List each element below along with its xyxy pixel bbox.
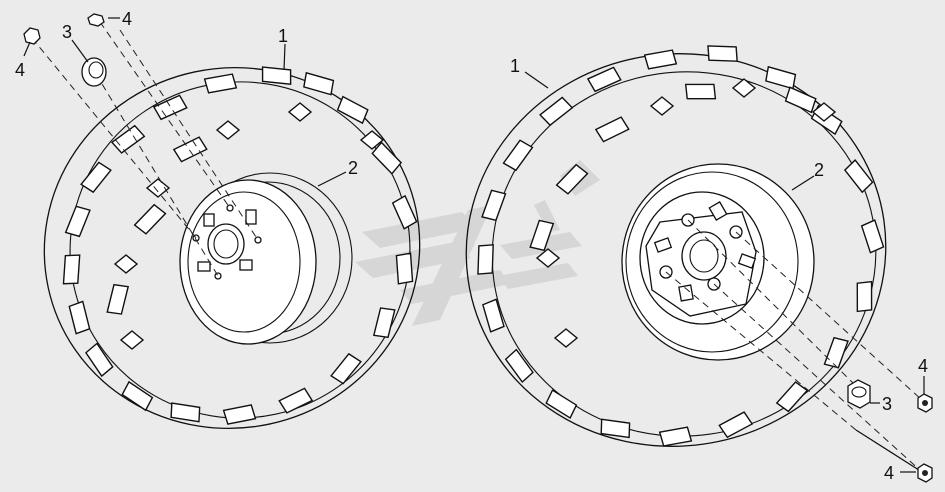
callout-4-left-top-nut: 4 bbox=[122, 9, 132, 29]
callout-1-right-tire: 1 bbox=[510, 56, 520, 76]
left-lug-nut bbox=[23, 13, 105, 45]
callout-3-right-bushing: 3 bbox=[882, 394, 892, 414]
callout-4-right-lower-nut: 4 bbox=[884, 463, 894, 483]
left-rim bbox=[179, 179, 317, 345]
callout-3-left-bushing: 3 bbox=[62, 22, 72, 42]
callout-4-left-nut: 4 bbox=[15, 60, 25, 80]
left-stud-lines bbox=[31, 21, 259, 277]
right-stud-lines bbox=[665, 219, 923, 473]
left-bushing bbox=[81, 57, 107, 87]
watermark-logo bbox=[355, 160, 600, 326]
right-tire bbox=[465, 42, 887, 447]
callouts: 4 3 4 1 2 1 2 3 4 4 bbox=[15, 9, 928, 483]
right-lug-nut-lower bbox=[917, 463, 933, 483]
callout-4-right-upper-nut: 4 bbox=[918, 356, 928, 376]
right-lug-nut-upper bbox=[917, 393, 933, 413]
callout-1-left-tire: 1 bbox=[278, 26, 288, 46]
callout-2-left-rim: 2 bbox=[348, 158, 358, 178]
right-bushing bbox=[847, 379, 871, 409]
right-rim bbox=[621, 163, 815, 361]
callout-2-right-rim: 2 bbox=[814, 160, 824, 180]
